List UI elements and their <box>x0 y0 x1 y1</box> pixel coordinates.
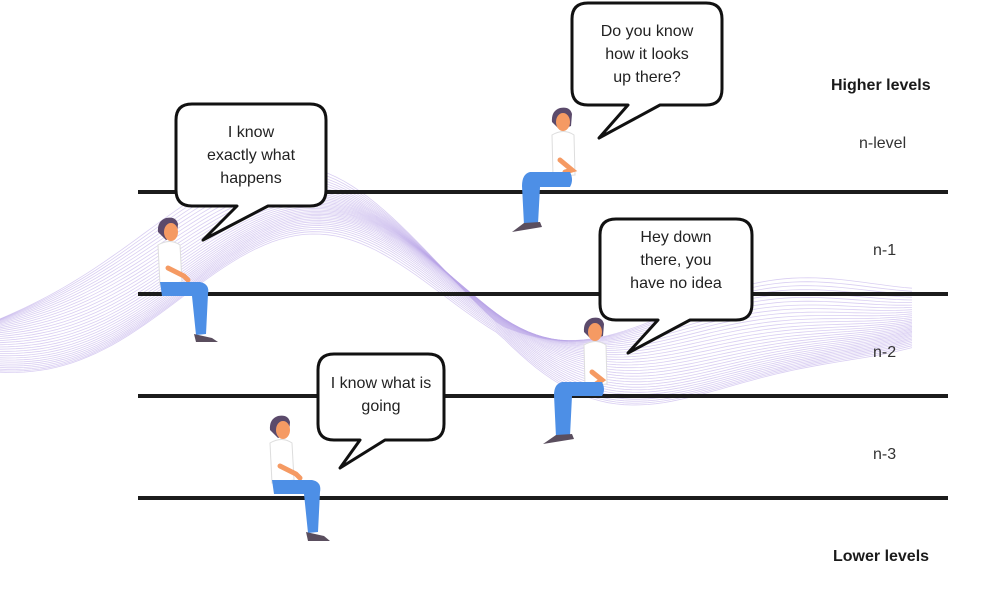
level-lines <box>138 190 948 500</box>
wave-strand <box>0 213 913 380</box>
wave-strand <box>0 219 913 391</box>
person-seated-3 <box>543 317 608 444</box>
person-seated-2 <box>512 107 578 232</box>
wave-strand <box>0 229 913 402</box>
wave-strand <box>0 174 913 342</box>
wave-strand <box>0 207 913 369</box>
bubble-text-1: I know exactly what happens <box>206 124 296 187</box>
wave-strand <box>0 212 913 377</box>
bubble-text-3: Hey down there, you have no idea <box>630 229 722 292</box>
wave-strand <box>0 225 913 398</box>
wave-strand <box>0 223 913 396</box>
person-seated-4 <box>269 415 330 541</box>
bubble-text-2: Do you know how it looks up there? <box>600 23 694 86</box>
heading-higher-levels: Higher levels <box>831 77 931 94</box>
speech-bubble-3 <box>598 217 754 355</box>
wave-strand <box>0 191 913 348</box>
wave-strand <box>0 198 913 353</box>
level-label-n-2: n-2 <box>873 344 897 361</box>
level-label-n-level: n-level <box>859 135 907 152</box>
wave-strand <box>0 233 913 406</box>
speech-bubble-1 <box>174 102 328 242</box>
level-label-n-1: n-1 <box>873 242 897 259</box>
wave-strand <box>0 227 913 400</box>
wave-strand <box>0 189 913 346</box>
heading-lower-levels: Lower levels <box>833 548 930 565</box>
speech-bubble-4 <box>316 352 446 470</box>
wave-strand <box>0 218 913 388</box>
wave-strand <box>0 215 913 383</box>
wave-strand <box>0 231 913 404</box>
wave-strand <box>0 216 913 385</box>
level-label-n-3: n-3 <box>873 446 897 463</box>
wave-ribbon <box>0 164 913 406</box>
bubble-text-4: I know what is going <box>330 375 432 415</box>
speech-bubble-2 <box>570 1 724 140</box>
person-seated-1 <box>157 217 218 342</box>
